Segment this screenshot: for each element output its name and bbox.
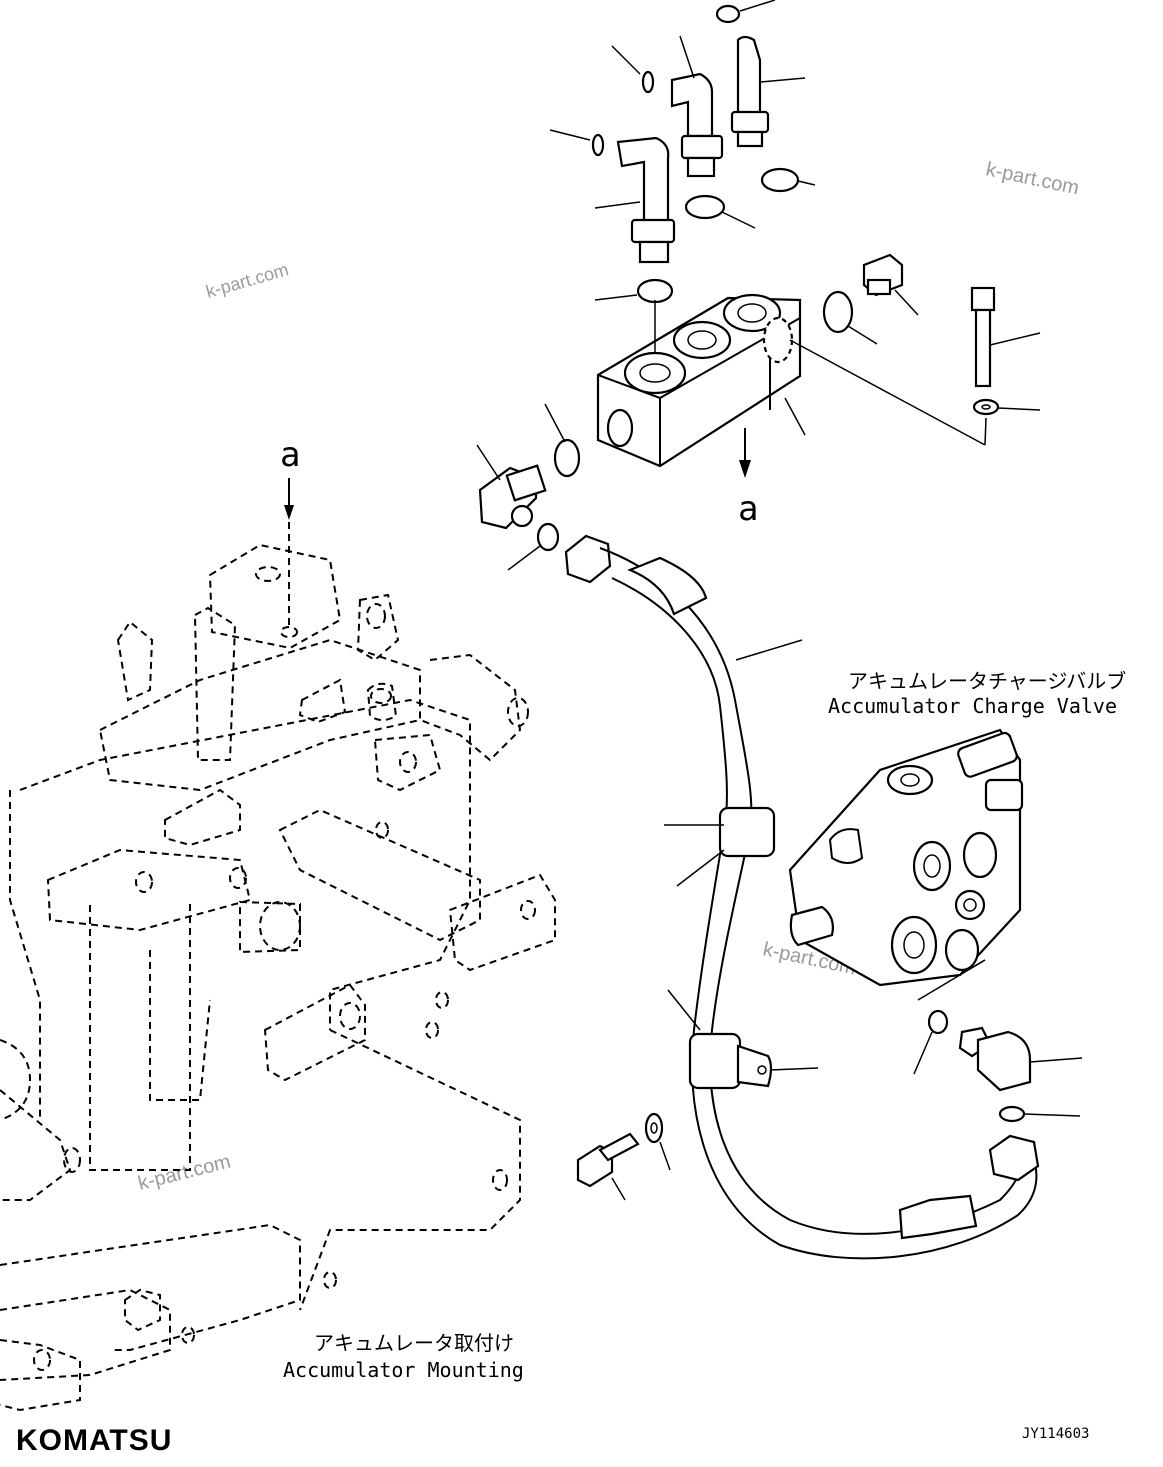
hose-clamp-upper: [718, 806, 776, 858]
o-ring-top-2: [641, 70, 655, 94]
washer: [972, 398, 1000, 416]
o-ring-fitting: [998, 1105, 1026, 1123]
watermark-4: k-part.com: [136, 1151, 233, 1195]
valve-block: a: [596, 293, 806, 529]
elbow-connector-left: [476, 403, 581, 571]
washer-bottom: [644, 1112, 664, 1144]
block-port-2: [672, 320, 732, 360]
frame-structure: a: [0, 435, 556, 1412]
o-ring-top-1: [715, 4, 741, 24]
brand-logo: KOMATSU: [16, 1424, 172, 1457]
charge-valve-label-en: Accumulator Charge Valve: [828, 694, 1117, 718]
o-ring-valve: [927, 1009, 949, 1035]
view-marker-block: a: [738, 489, 758, 529]
watermark-2: k-part.com: [204, 259, 291, 302]
watermark-1: k-part.com: [984, 158, 1081, 199]
hose-assembly: [564, 534, 1040, 1260]
elbow-fitting-right: [730, 35, 806, 148]
o-ring-top-3: [591, 133, 605, 157]
bottom-bolt: [576, 1112, 671, 1201]
drawing-code: JY114603: [1022, 1426, 1089, 1442]
top-fittings: [549, 0, 816, 304]
elbow-fitting-left: [594, 136, 676, 264]
o-ring-top-5: [684, 194, 726, 220]
mounting-bolt: [970, 286, 996, 312]
block-port-1: [623, 351, 687, 395]
mounting-label-jp: アキュムレータ取付け: [314, 1331, 514, 1355]
o-ring-side: [553, 438, 581, 478]
block-side-port: [606, 408, 634, 448]
elbow-fitting-middle: [670, 35, 724, 178]
charge-valve-label-jp: アキュムレータチャージバルブ: [848, 669, 1126, 693]
accumulator-charge-valve: アキュムレータチャージバルブ Accumulator Charge Valve: [788, 669, 1126, 1001]
o-ring-plug: [822, 290, 854, 334]
mounting-label-en: Accumulator Mounting: [283, 1358, 524, 1382]
view-marker-top: a: [280, 435, 300, 475]
o-ring-top-4: [760, 167, 800, 193]
block-port-3: [722, 293, 782, 333]
o-ring-hose: [536, 522, 560, 552]
o-ring-top-6: [636, 278, 674, 304]
hose-clamp-lower: [688, 1032, 742, 1090]
elbow-fitting-bottom-right: [913, 1009, 1083, 1123]
plug-and-bolt: [789, 253, 1041, 446]
